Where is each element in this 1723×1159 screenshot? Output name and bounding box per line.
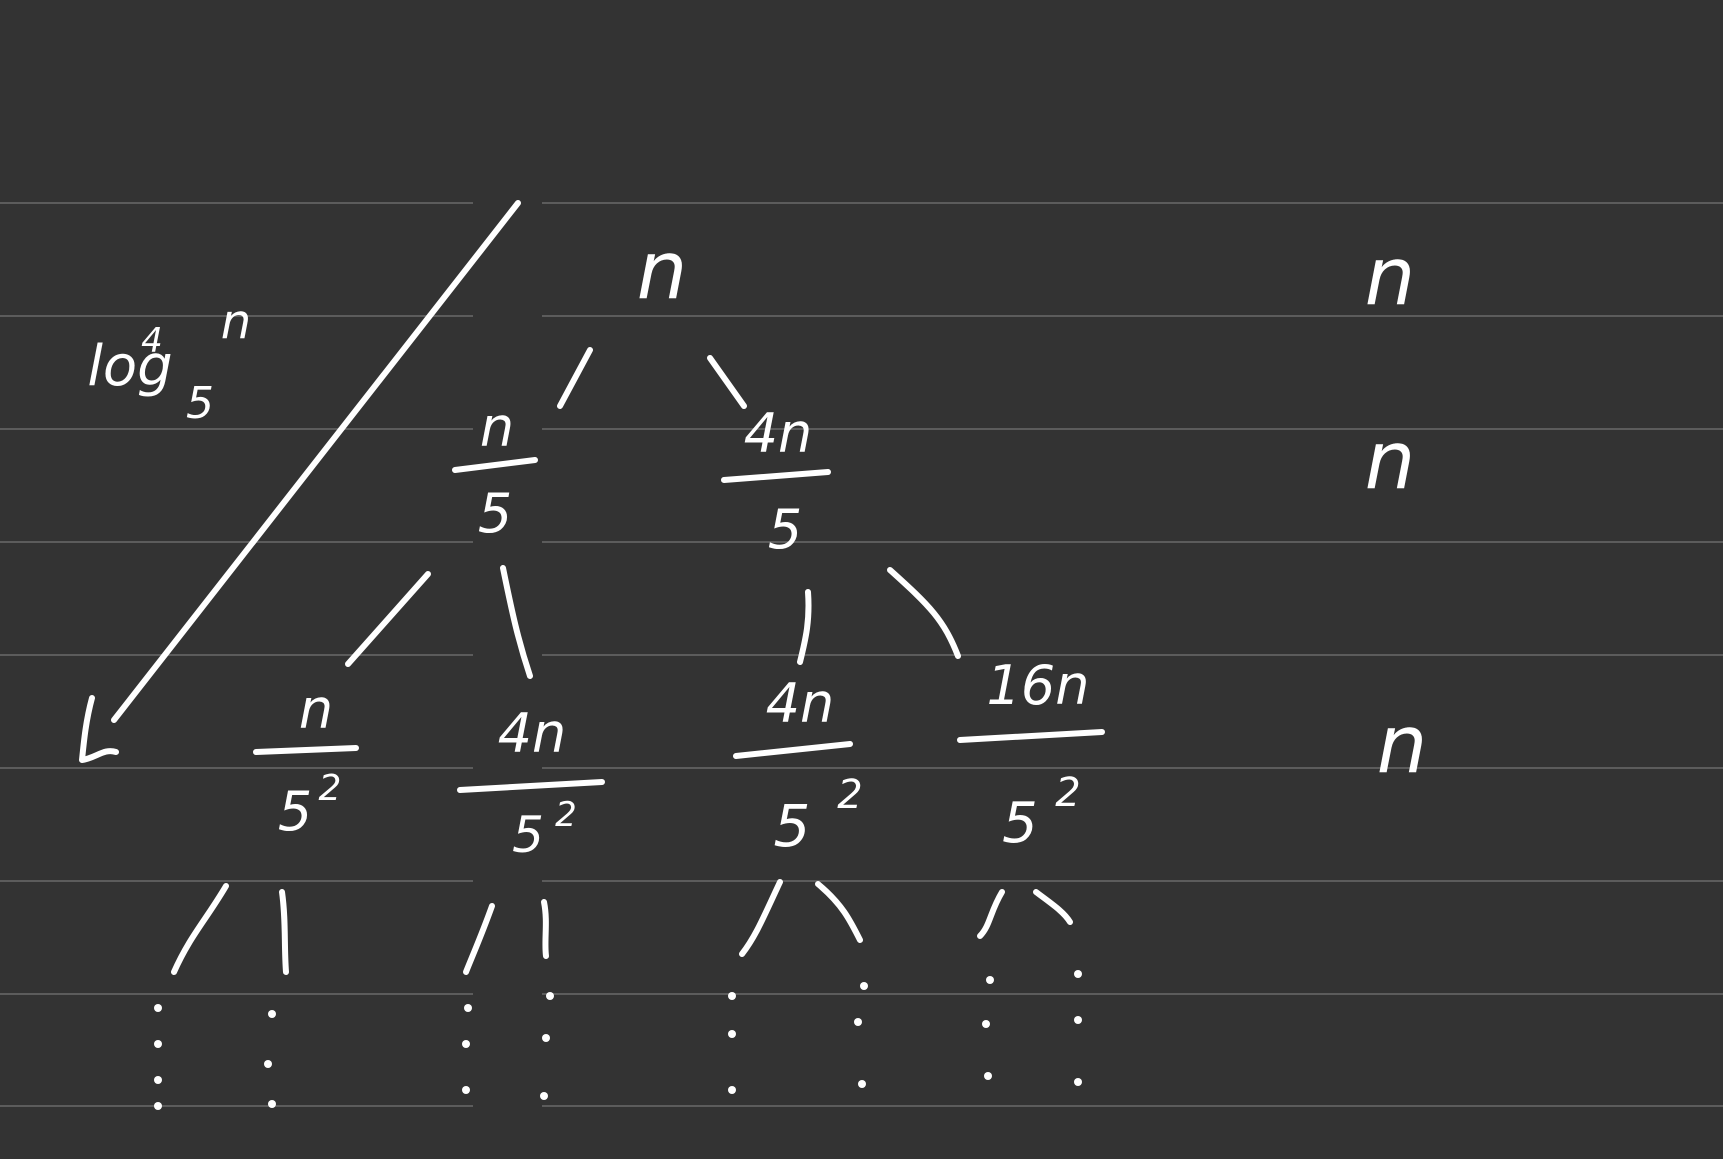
level2-node-d: 16n 5 2	[957, 654, 1105, 856]
ruled-lines	[0, 202, 1723, 1107]
level1-right-denominator: 5	[768, 498, 802, 561]
level-cost-2: n	[1377, 698, 1428, 791]
level-cost-0: n	[1365, 230, 1416, 323]
level2-a-exponent: 2	[319, 768, 342, 809]
level2-a-fraction-bar	[253, 745, 359, 755]
level2-b-numerator: 4n	[498, 702, 567, 765]
edge-l1left-b	[500, 565, 533, 679]
continuation-dots	[154, 970, 1082, 1110]
depth-annotation: log 5 n 4	[79, 200, 521, 763]
continuation-dots-col-4	[540, 992, 554, 1100]
level1-left-node: n 5	[452, 396, 538, 545]
level1-left-denominator: 5	[478, 482, 512, 545]
level2-node-a: n 5 2	[253, 678, 359, 843]
level2-d-exponent: 2	[1055, 770, 1080, 816]
continuation-dots-col-2	[264, 1010, 276, 1108]
edge-c-right	[815, 881, 863, 943]
edge-l1right-c	[797, 589, 812, 665]
continuation-dots-col-6	[854, 982, 868, 1088]
continuation-dots-col-7	[982, 976, 994, 1080]
level2-b-exponent: 2	[555, 795, 577, 835]
level2-a-denominator: 5	[278, 780, 312, 843]
edge-root-right	[707, 355, 747, 409]
edge-c-left	[739, 879, 783, 957]
root-node: n	[637, 224, 688, 317]
edge-a-right	[279, 889, 289, 975]
level1-left-numerator: n	[480, 396, 514, 459]
depth-arg-label: n	[221, 294, 251, 350]
edge-root-left	[557, 347, 593, 409]
level-costs: n n n	[1365, 230, 1428, 791]
level2-node-b: 4n 5 2	[457, 702, 605, 864]
level1-right-node: 4n 5	[721, 402, 831, 561]
level2-a-numerator: n	[299, 678, 333, 741]
level2-b-denominator: 5	[512, 806, 544, 864]
edge-l1left-a	[345, 571, 431, 667]
edges-level-1	[345, 565, 961, 679]
depth-arrow-line	[111, 200, 521, 723]
continuation-dots-col-1	[154, 1004, 162, 1110]
edge-d-left	[977, 889, 1005, 939]
level1-right-numerator: 4n	[744, 402, 813, 465]
edge-b-right	[541, 899, 549, 959]
level2-c-exponent: 2	[837, 772, 862, 818]
level2-d-denominator: 5	[1002, 791, 1038, 856]
level2-c-fraction-bar	[733, 741, 853, 759]
level2-d-numerator: 16n	[987, 654, 1090, 717]
edge-l1right-d	[887, 567, 961, 659]
edge-a-left	[171, 883, 229, 975]
level1-left-fraction-bar	[452, 457, 538, 473]
depth-arrow-head	[79, 695, 119, 763]
level2-node-c: 4n 5 2	[733, 672, 863, 860]
depth-base-label: 5	[186, 378, 214, 429]
level2-c-numerator: 4n	[766, 672, 835, 735]
depth-log-label: log	[87, 334, 172, 399]
edge-d-right	[1033, 889, 1073, 925]
level1-right-fraction-bar	[721, 469, 831, 483]
continuation-dots-col-3	[462, 1004, 472, 1094]
level2-d-fraction-bar	[957, 729, 1105, 743]
edges-level-0	[557, 347, 747, 409]
continuation-dots-col-8	[1074, 970, 1082, 1086]
level2-b-fraction-bar	[457, 779, 605, 793]
continuation-dots-col-5	[728, 992, 736, 1094]
depth-overwrite-mark: 4	[141, 321, 163, 361]
level-cost-1: n	[1365, 414, 1416, 507]
edges-level-2	[171, 879, 1073, 975]
level2-c-denominator: 5	[774, 792, 811, 860]
edge-b-left	[463, 903, 495, 975]
